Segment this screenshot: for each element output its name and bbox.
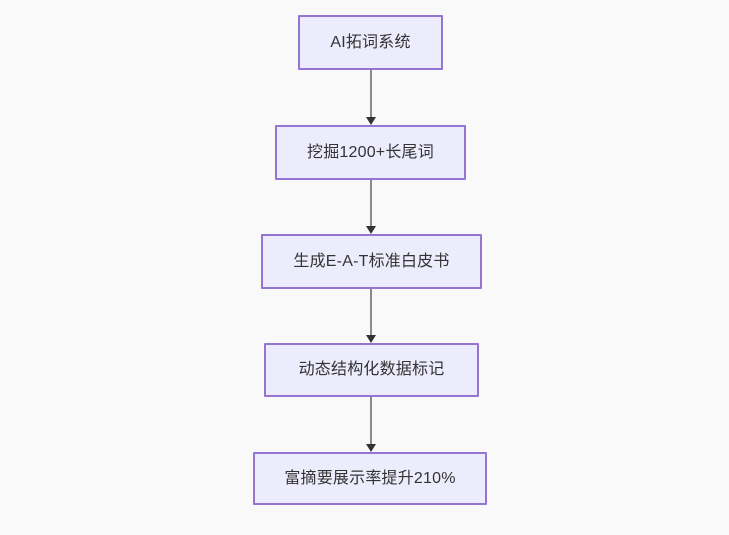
flowchart-node-dynamic-structured-data-markup[interactable]: 动态结构化数据标记 [264, 343, 479, 397]
arrow-head-icon [366, 226, 376, 234]
flowchart-node-label: 动态结构化数据标记 [298, 361, 445, 379]
flowchart-node-rich-snippet-impression-lift[interactable]: 富摘要展示率提升210% [253, 452, 487, 505]
flowchart-node-label: 富摘要展示率提升210% [284, 469, 456, 487]
edge-line [370, 180, 372, 226]
edge-line [370, 289, 372, 335]
flowchart-node-label: AI拓词系统 [330, 33, 411, 51]
flowchart-node-generate-eat-whitepaper[interactable]: 生成E-A-T标准白皮书 [261, 234, 482, 289]
arrow-head-icon [366, 444, 376, 452]
flowchart-node-ai-keyword-system[interactable]: AI拓词系统 [298, 15, 443, 70]
flowchart-node-mine-longtail-keywords[interactable]: 挖掘1200+长尾词 [275, 125, 466, 180]
arrow-head-icon [366, 117, 376, 125]
flowchart-node-label: 生成E-A-T标准白皮书 [293, 252, 450, 270]
edge-line [370, 397, 372, 444]
arrow-head-icon [366, 335, 376, 343]
edge-line [370, 70, 372, 117]
flowchart-node-label: 挖掘1200+长尾词 [307, 143, 434, 161]
